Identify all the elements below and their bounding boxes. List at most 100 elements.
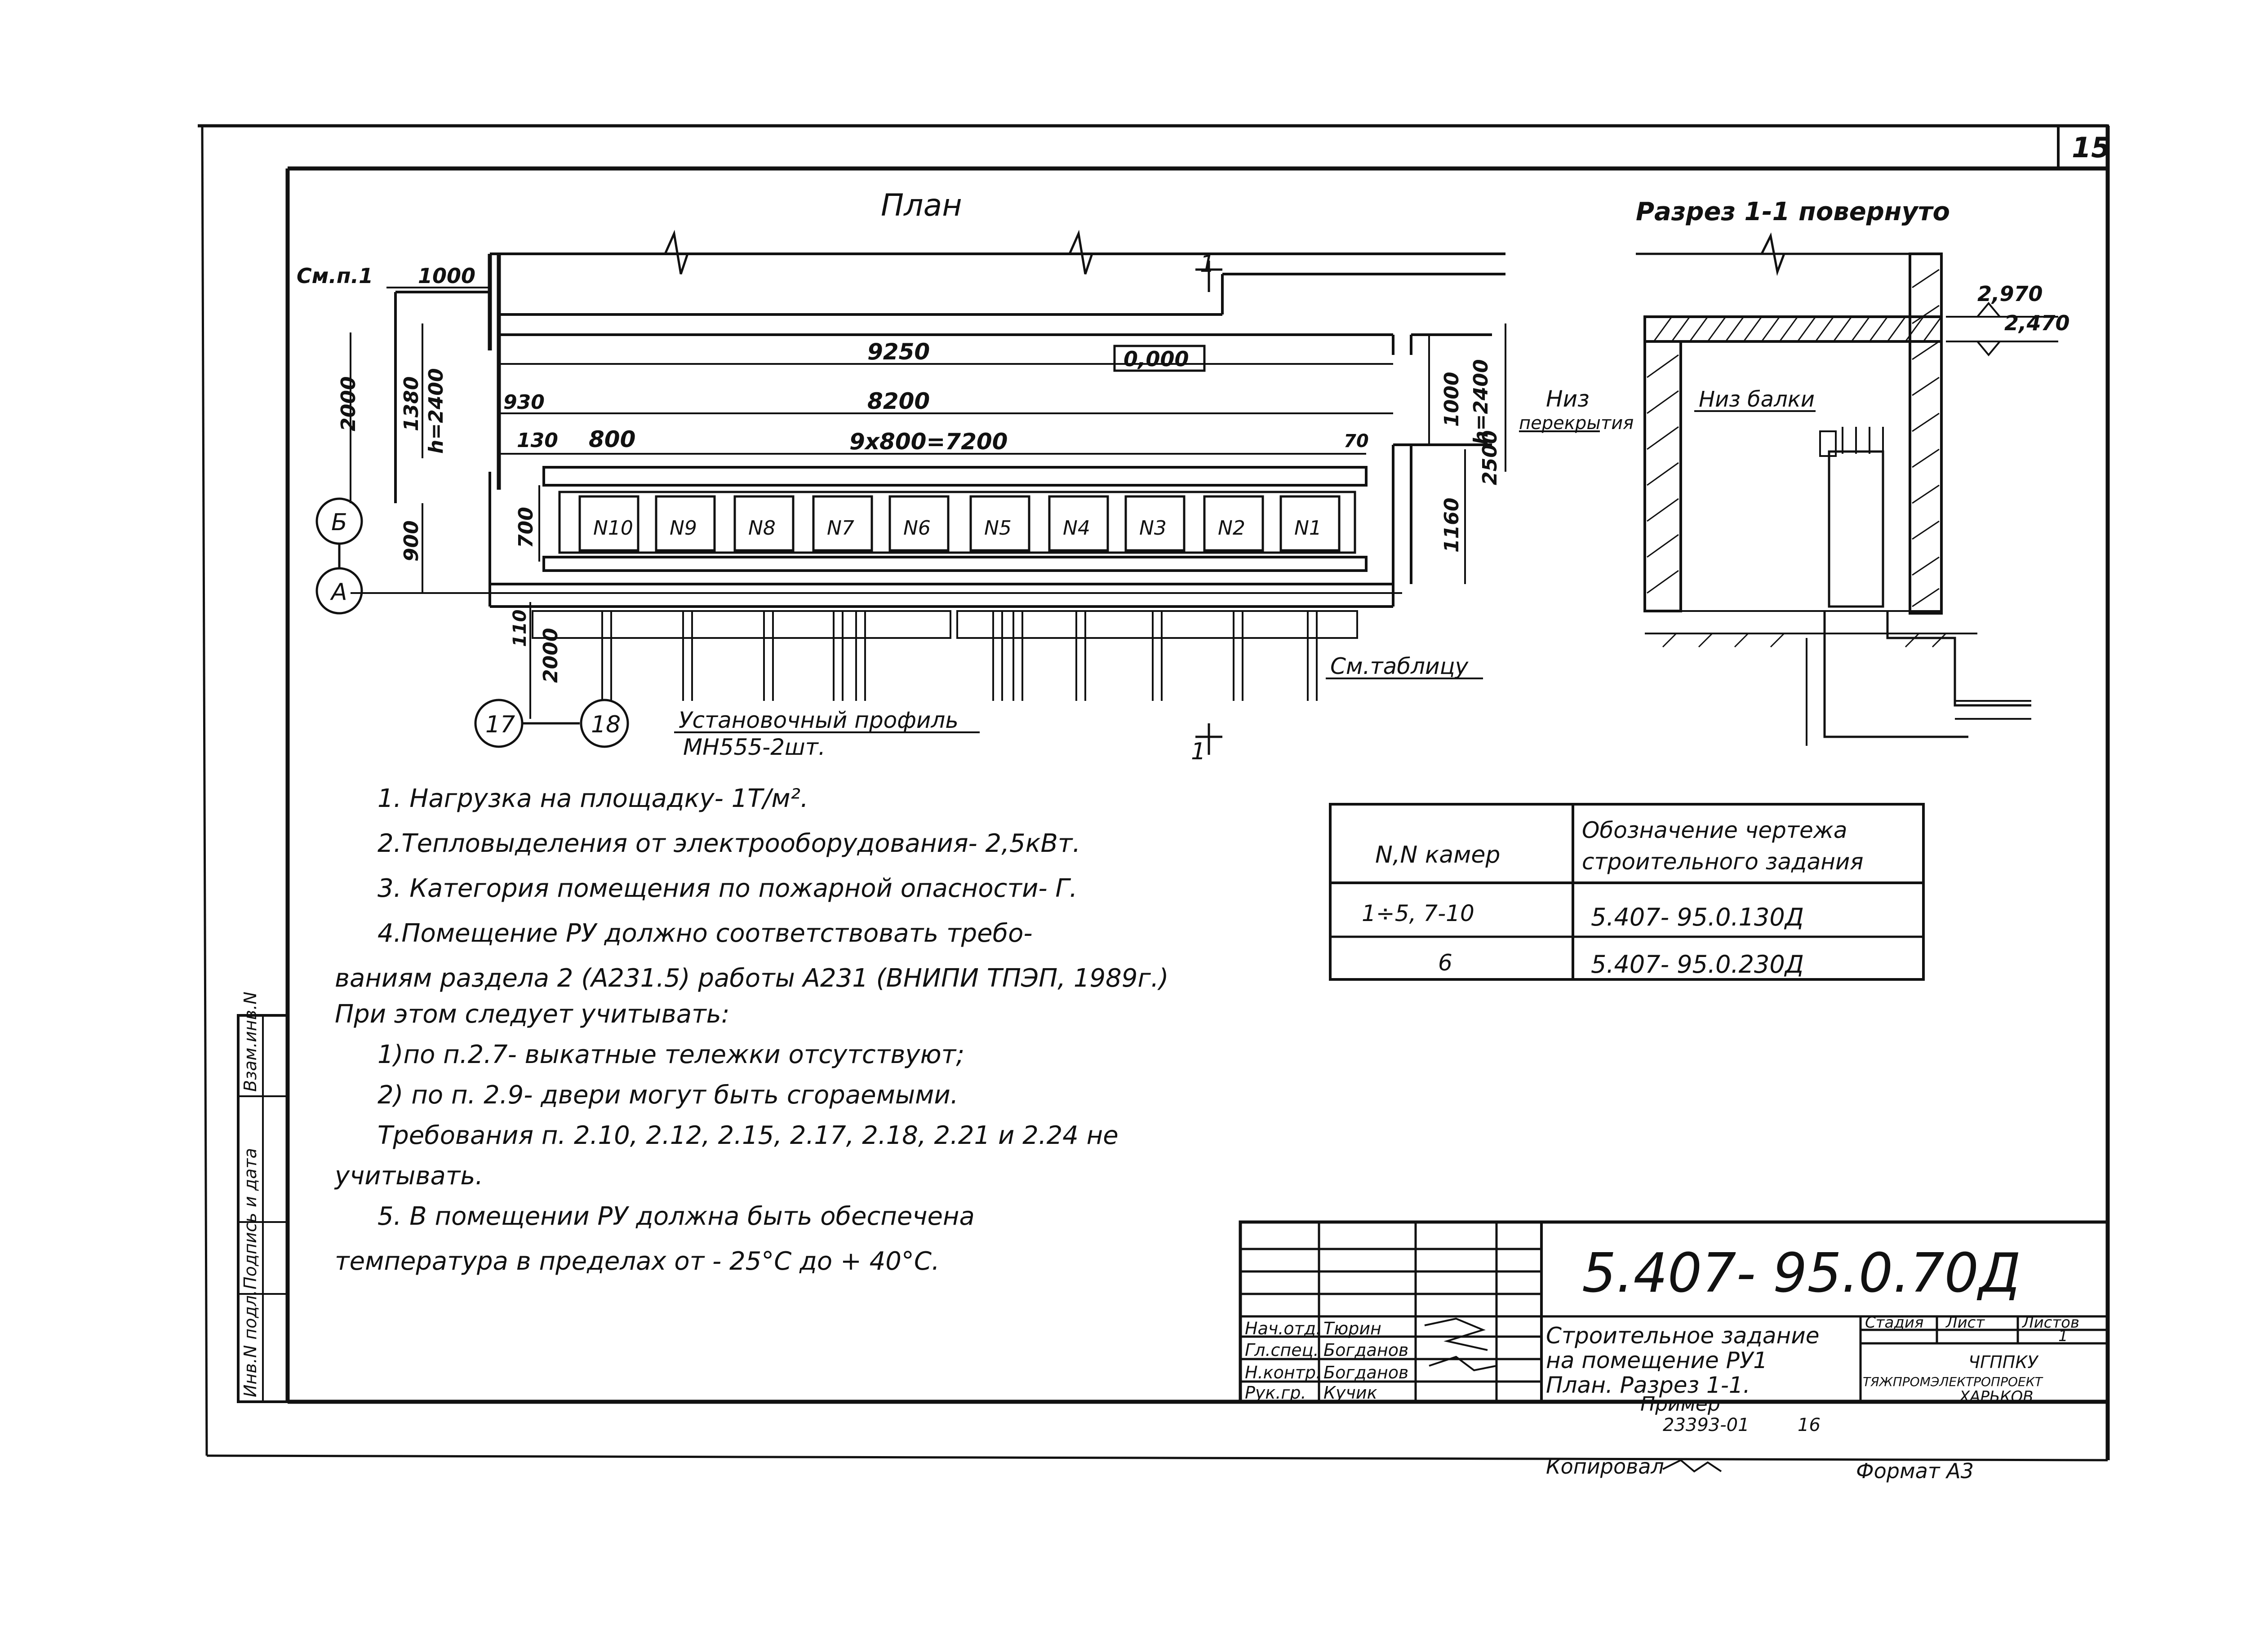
- section-slab-bottom-1: Низ: [1546, 386, 1590, 412]
- dim-130: 130: [517, 429, 558, 452]
- table-row-2-doc: 5.407- 95.0.230Д: [1591, 950, 1804, 979]
- stamp-stage-label: Стадия: [1865, 1314, 1923, 1332]
- section-slab-bottom-2: перекрытия: [1519, 413, 1634, 434]
- cell-n9: N9: [670, 517, 697, 540]
- dim-h2400-left: h=2400: [425, 368, 448, 454]
- side-stamp: [237, 1014, 289, 1403]
- note-3: 3. Категория помещения по пожарной опасн…: [377, 874, 1078, 903]
- see-note-1: См.п.1: [297, 264, 373, 288]
- dim-8200: 8200: [867, 388, 930, 414]
- note-4f: Требования п. 2.10, 2.12, 2.15, 2.17, 2.…: [377, 1121, 1119, 1150]
- note-2: 2.Тепловыделения от электрооборудования-…: [377, 829, 1081, 858]
- stamp-role-2: Гл.спец.: [1245, 1340, 1319, 1360]
- section-mark-bottom: 1: [1191, 738, 1206, 765]
- note-4g: учитывать.: [335, 1161, 484, 1191]
- dim-h2400-right: h=2400: [1470, 359, 1492, 445]
- axis-marks: [315, 261, 1222, 755]
- archive-number: 23393-01: [1663, 1415, 1750, 1435]
- table-row-1-cams: 1÷5, 7-10: [1362, 900, 1474, 926]
- section-beam-bottom: Низ балки: [1699, 387, 1815, 412]
- side-stamp-sign: Подпись и дата: [240, 1148, 260, 1289]
- dim-9250: 9250: [867, 339, 930, 365]
- side-stamp-replace: Взам.инв.N: [240, 992, 260, 1092]
- stamp-sheet-label: Лист: [1945, 1314, 1985, 1332]
- title-block: [1239, 1220, 2109, 1404]
- section-2470: 2,470: [2004, 311, 2070, 335]
- dim-110: 110: [510, 610, 530, 647]
- stamp-org-3: ХАРЬКОВ: [1958, 1388, 2034, 1406]
- sheet-number: 15: [2072, 131, 2110, 164]
- stamp-title-3: План. Разрез 1-1.: [1546, 1372, 1750, 1398]
- stamp-role-3: Н.контр.: [1245, 1363, 1321, 1382]
- stamp-title-1: Строительное задание: [1546, 1323, 1820, 1349]
- plan-title: План: [881, 188, 962, 223]
- cable-outlets: [532, 610, 1358, 701]
- stamp-name-3: Богданов: [1323, 1363, 1408, 1382]
- note-4a: 4.Помещение РУ должно соответствовать тр…: [377, 919, 1033, 948]
- sheet-frame: [198, 124, 2110, 1462]
- stamp-org-2: ТЯЖПРОМЭЛЕКТРОПРОЕКТ: [1863, 1374, 2043, 1389]
- axis-b: Б: [331, 509, 347, 536]
- table-col-chambers: N,N камер: [1375, 842, 1500, 868]
- dim-9x800: 9x800=7200: [849, 429, 1008, 455]
- cell-n10: N10: [593, 517, 633, 540]
- cell-n3: N3: [1139, 517, 1167, 540]
- dim-1000-right: 1000: [1440, 372, 1463, 427]
- dim-1000-top: 1000: [418, 264, 475, 288]
- dim-2000-left: 2000: [337, 376, 360, 431]
- archive-sheet: 16: [1798, 1415, 1821, 1435]
- note-4c: При этом следует учитывать:: [335, 1000, 730, 1029]
- note-5b: температура в пределах от - 25°С до + 40…: [335, 1247, 940, 1276]
- cell-n7: N7: [827, 517, 854, 540]
- dim-900: 900: [400, 520, 423, 562]
- dim-800: 800: [589, 426, 635, 452]
- cell-n4: N4: [1063, 517, 1090, 540]
- profile-label-2: МН555-2шт.: [683, 734, 826, 760]
- see-table-label: См.таблицу: [1330, 653, 1469, 679]
- plan-cells: [578, 495, 1341, 552]
- note-5a: 5. В помещении РУ должна быть обеспечена: [377, 1202, 975, 1231]
- dim-2000-bottom: 2000: [539, 628, 562, 683]
- stamp-name-2: Богданов: [1323, 1340, 1408, 1360]
- dim-930: 930: [503, 391, 545, 414]
- dim-70: 70: [1344, 431, 1369, 452]
- cell-n5: N5: [984, 517, 1012, 540]
- stamp-role-4: Рук.гр.: [1245, 1383, 1306, 1403]
- table-col-doc-1: Обозначение чертежа: [1582, 817, 1847, 843]
- side-stamp-inv: Инв.N подл.: [240, 1290, 260, 1397]
- stamp-title-2: на помещение РУ1: [1546, 1347, 1767, 1373]
- axis-17: 17: [485, 711, 515, 738]
- note-1: 1. Нагрузка на площадку- 1Т/м².: [377, 784, 808, 813]
- axis-a: А: [330, 579, 347, 606]
- stamp-name-4: Кучик: [1323, 1383, 1377, 1403]
- cell-n2: N2: [1218, 517, 1245, 540]
- section-2970: 2,970: [1977, 282, 2043, 306]
- stamp-sheet-value: 1: [2058, 1327, 2068, 1345]
- table-col-doc-2: строительного задания: [1582, 849, 1864, 875]
- stamp-title-4: Пример: [1640, 1393, 1720, 1416]
- section-title: Разрез 1-1 повернуто: [1636, 197, 1950, 226]
- plan-walls: [394, 230, 1505, 608]
- stamp-code: 5.407- 95.0.70Д: [1582, 1242, 2021, 1305]
- dim-700: 700: [515, 507, 537, 548]
- format-label: Формат А3: [1856, 1459, 1974, 1483]
- section-drawing: [1636, 232, 2058, 746]
- cell-n1: N1: [1294, 517, 1322, 540]
- plan-dimension-lines: [350, 287, 1506, 719]
- note-4e: 2) по п. 2.9- двери могут быть сгораемым…: [377, 1081, 959, 1110]
- dim-1380: 1380: [400, 376, 423, 431]
- dim-2500: 2500: [1479, 430, 1501, 485]
- cell-n6: N6: [903, 517, 931, 540]
- profile-label-1: Установочный профиль: [679, 707, 959, 733]
- stamp-role-1: Нач.отд.: [1245, 1319, 1321, 1338]
- documents-table: [1329, 803, 1925, 981]
- stamp-sheets-label: Листов: [2021, 1314, 2079, 1332]
- dim-1160: 1160: [1440, 498, 1463, 553]
- cell-n8: N8: [748, 517, 776, 540]
- table-row-1-doc: 5.407- 95.0.130Д: [1591, 903, 1804, 931]
- note-4b: ваниям раздела 2 (А231.5) работы А231 (В…: [335, 964, 1169, 993]
- table-row-2-cams: 6: [1438, 950, 1452, 976]
- stamp-org-1: ЧГППКУ: [1968, 1352, 2039, 1372]
- stamp-name-1: Тюрин: [1323, 1319, 1381, 1338]
